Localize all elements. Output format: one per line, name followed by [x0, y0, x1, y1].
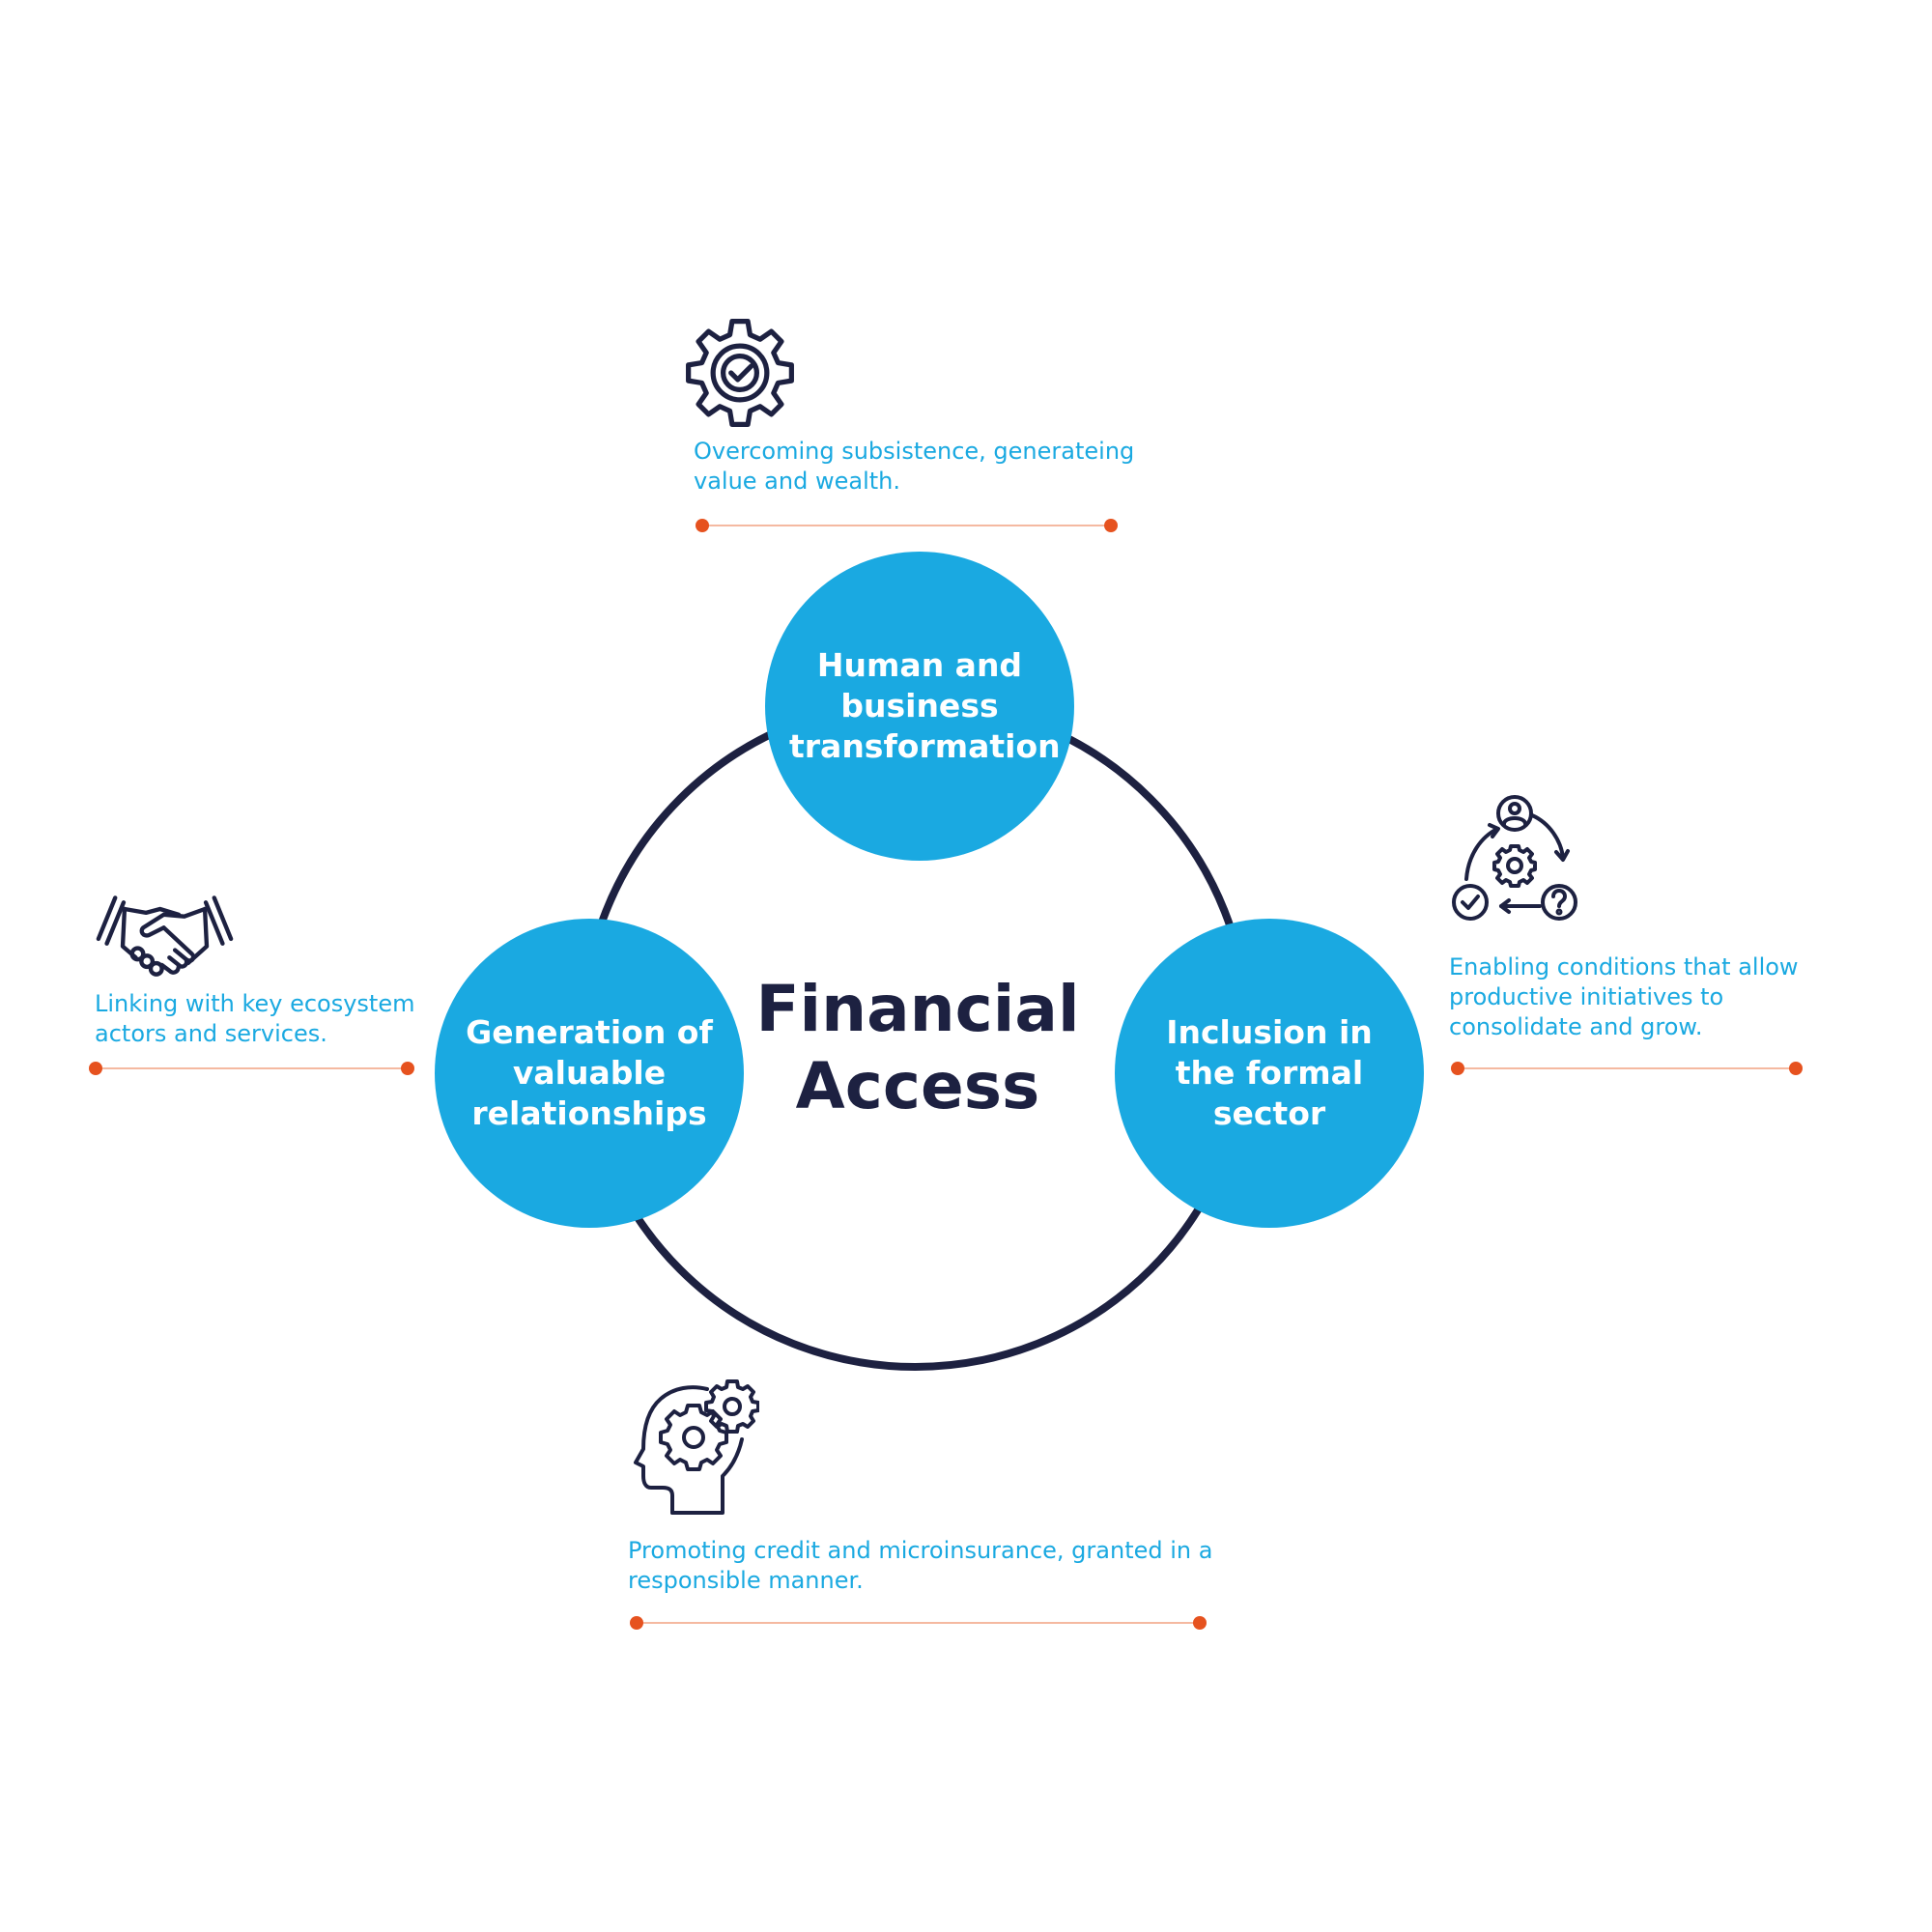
connector-top: [696, 519, 1118, 532]
handshake-icon: [95, 891, 235, 982]
head-gears-icon: [630, 1372, 759, 1517]
center-title-line-2: Access: [795, 1049, 1040, 1123]
connector-line: [702, 525, 1111, 526]
node-label: Human and business transformation: [789, 646, 1061, 765]
connector-right: [1451, 1062, 1803, 1075]
node-human-business-transformation: Human and business transformation: [765, 552, 1074, 861]
connector-dot: [696, 519, 709, 532]
description-bottom: Promoting credit and microinsurance, gra…: [628, 1537, 1213, 1594]
node-formal-sector-inclusion: Inclusion in the formal sector: [1115, 919, 1424, 1228]
gear-check-icon: [684, 317, 796, 429]
node-label: Inclusion in the formal sector: [1166, 1013, 1373, 1132]
connector-line: [1458, 1067, 1796, 1069]
node-label: Generation of valuable relationships: [466, 1013, 713, 1132]
node-valuable-relationships: Generation of valuable relationships: [435, 919, 744, 1228]
connector-dot: [1451, 1062, 1464, 1075]
connector-dot: [401, 1062, 414, 1075]
cycle-process-icon: [1449, 794, 1580, 925]
center-title: Financial Access: [676, 971, 1159, 1125]
connector-bottom: [630, 1616, 1207, 1630]
center-title-line-1: Financial: [755, 972, 1080, 1046]
connector-dot: [1104, 519, 1118, 532]
connector-dot: [89, 1062, 102, 1075]
connector-left: [89, 1062, 414, 1075]
connector-dot: [630, 1616, 643, 1630]
description-right: Enabling conditions that allow productiv…: [1449, 953, 1799, 1040]
connector-dot: [1193, 1616, 1207, 1630]
connector-dot: [1789, 1062, 1803, 1075]
connector-line: [637, 1622, 1200, 1624]
description-left: Linking with key ecosystem actors and se…: [95, 990, 415, 1047]
connector-line: [96, 1067, 408, 1069]
description-top: Overcoming subsistence, generateing valu…: [694, 438, 1135, 495]
